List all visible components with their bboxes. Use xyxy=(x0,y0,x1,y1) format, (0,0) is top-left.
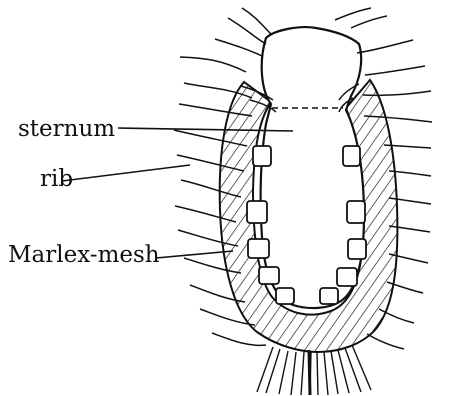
mesh-leader-line xyxy=(156,251,233,258)
central-line xyxy=(309,350,310,395)
rib-leader-line xyxy=(62,165,190,181)
sternum-label: sternum xyxy=(18,116,115,142)
marlex-mesh-label: Marlex-mesh xyxy=(8,242,160,268)
rib-label: rib xyxy=(40,166,73,192)
sternum-shape xyxy=(261,27,364,308)
